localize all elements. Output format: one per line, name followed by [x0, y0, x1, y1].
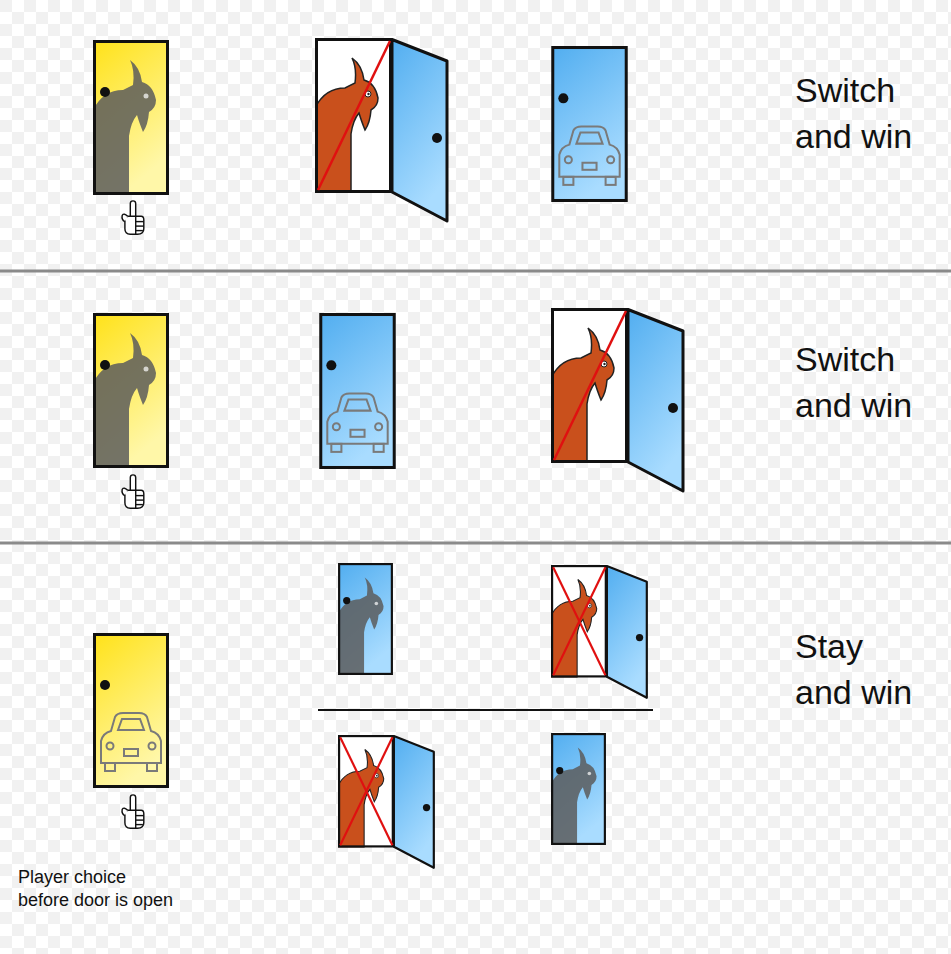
pointing-hand: [122, 795, 144, 828]
caption-note: Player choice before door is open: [18, 866, 180, 911]
opened-door: [551, 310, 683, 492]
closed-door: [553, 48, 626, 201]
closed-door: [338, 564, 392, 675]
outcome-label: Switch and win: [795, 68, 920, 160]
chosen-door: [93, 315, 168, 469]
chosen-door: [93, 42, 168, 196]
chosen-door: [95, 635, 168, 787]
opened-door: [315, 40, 447, 222]
row-divider: [0, 270, 951, 273]
case-divider: [318, 709, 653, 711]
pointing-hand: [122, 201, 144, 234]
row-divider: [0, 542, 951, 545]
opened-door: [338, 736, 434, 868]
outcome-label: Stay and win: [795, 624, 920, 716]
closed-door: [551, 734, 605, 845]
opened-door: [551, 566, 647, 698]
outcome-label: Switch and win: [795, 337, 920, 429]
closed-door: [321, 315, 394, 468]
pointing-hand: [122, 475, 144, 508]
